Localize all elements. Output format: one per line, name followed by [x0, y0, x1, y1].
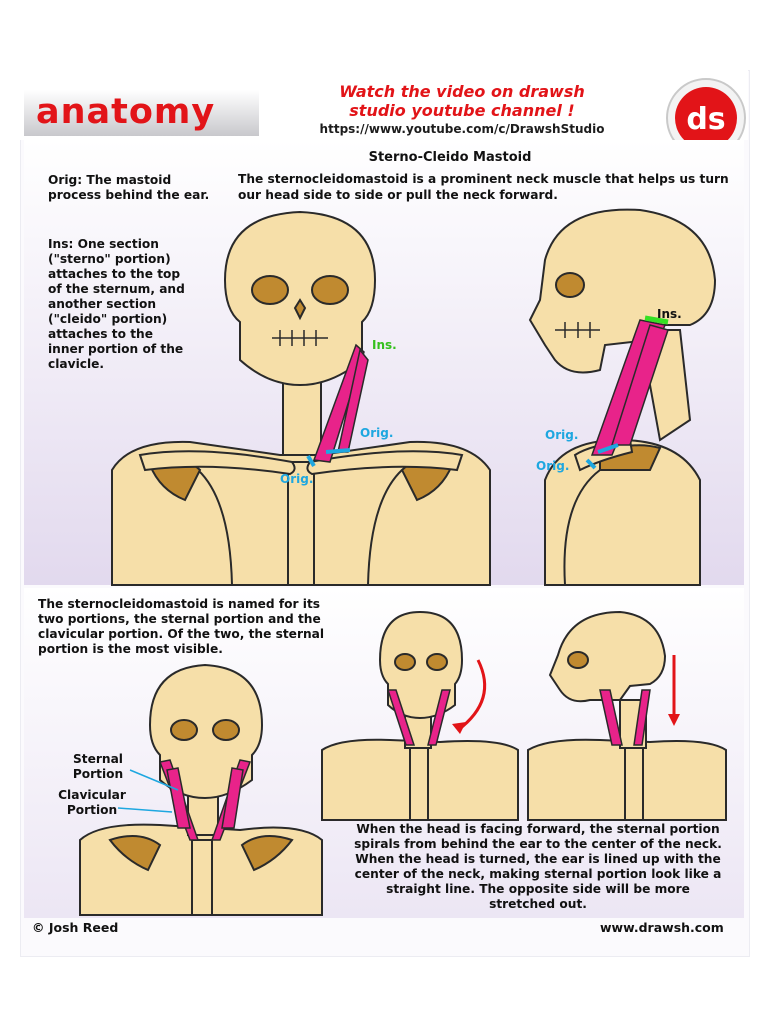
description: The sternocleidomastoid is a prominent n… [238, 172, 729, 202]
side-orig-clavicle-label: Orig. [545, 428, 579, 442]
site-link[interactable]: www.drawsh.com [600, 920, 724, 935]
banner-line-2: studio youtube channel ! [349, 101, 575, 120]
front-ins-label: Ins. [372, 338, 397, 352]
bottom-front-muscle [117, 759, 252, 841]
side-muscle [585, 315, 669, 470]
front-muscle [306, 343, 369, 468]
front-orig-clavicle-label: Orig. [360, 426, 394, 440]
credit: © Josh Reed [32, 920, 119, 935]
banner-line-1: Watch the video on drawsh [339, 82, 585, 101]
origin-text: Orig: The mastoid process behind the ear… [48, 173, 210, 202]
front-orig-sternum-label: Orig. [280, 472, 314, 486]
anatomy-logo-bar [24, 90, 259, 136]
front-skeleton [111, 210, 491, 586]
turn-skeleton [321, 610, 519, 821]
bottom-front-skeleton [79, 663, 323, 916]
ds-logo: ds [666, 78, 746, 158]
sternal-portion-label: Sternal Portion [72, 752, 124, 781]
side-orig-sternum-label: Orig. [536, 459, 570, 473]
turn-muscle [386, 659, 487, 746]
youtube-link[interactable]: https://www.youtube.com/c/DrawshStudio [319, 122, 605, 136]
pull-skeleton [527, 610, 727, 821]
named-text: The sternocleidomastoid is named for its… [38, 597, 325, 656]
anatomy-logo: anatomy [36, 92, 216, 132]
ds-logo-text: ds [686, 102, 725, 137]
diagram-title: Sterno-Cleido Mastoid [368, 150, 532, 165]
insertion-text: Ins: One section ("sterno" portion) atta… [48, 237, 185, 371]
side-ins-label: Ins. [657, 307, 682, 321]
pull-muscle [599, 655, 680, 746]
clavicular-portion-label: Clavicular Portion [58, 788, 126, 817]
forward-text: When the head is facing forward, the ste… [354, 822, 722, 911]
